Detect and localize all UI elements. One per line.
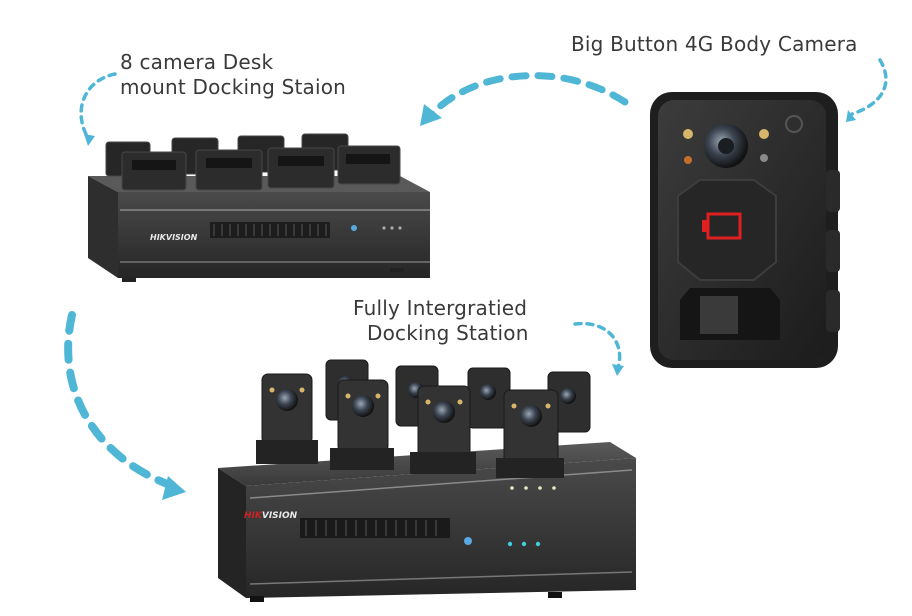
- arrow-head-desk-curl: [84, 134, 95, 146]
- arrow-head-desk: [420, 104, 442, 126]
- desk-dock-label: 8 camera Desk mount Docking Staion: [120, 50, 346, 100]
- integrated-dock-label: Fully Intergratied Docking Station: [353, 296, 529, 346]
- body-camera-label: Big Button 4G Body Camera: [571, 32, 858, 56]
- arrow-camera-to-desk-dock: [424, 72, 629, 122]
- arrow-desk-label-curl: [79, 72, 117, 140]
- integrated-docking-station: HIKVISION: [218, 359, 636, 602]
- arrow-head-integrated-curl: [612, 364, 624, 376]
- integrated-dock-logo: HIKVISION: [244, 511, 298, 521]
- integrated-dock-label-line2: Docking Station: [367, 321, 529, 345]
- arrow-head-camera-curl: [846, 110, 856, 122]
- desk-dock-logo: HIKVISION: [150, 233, 198, 242]
- desk-dock-label-line1: 8 camera Desk: [120, 50, 274, 74]
- arrow-desk-to-integrated: [64, 311, 182, 492]
- arrow-head-integrated: [162, 476, 186, 500]
- desk-docking-station: HIKVISION: [88, 133, 430, 282]
- arrow-camera-label-curl: [850, 58, 888, 116]
- desk-dock-label-line2: mount Docking Staion: [120, 75, 347, 99]
- big-record-button: [677, 179, 777, 281]
- integrated-dock-label-line1: Fully Intergratied: [353, 296, 528, 320]
- arrow-integrated-label-curl: [573, 321, 622, 370]
- body-camera: [650, 92, 840, 368]
